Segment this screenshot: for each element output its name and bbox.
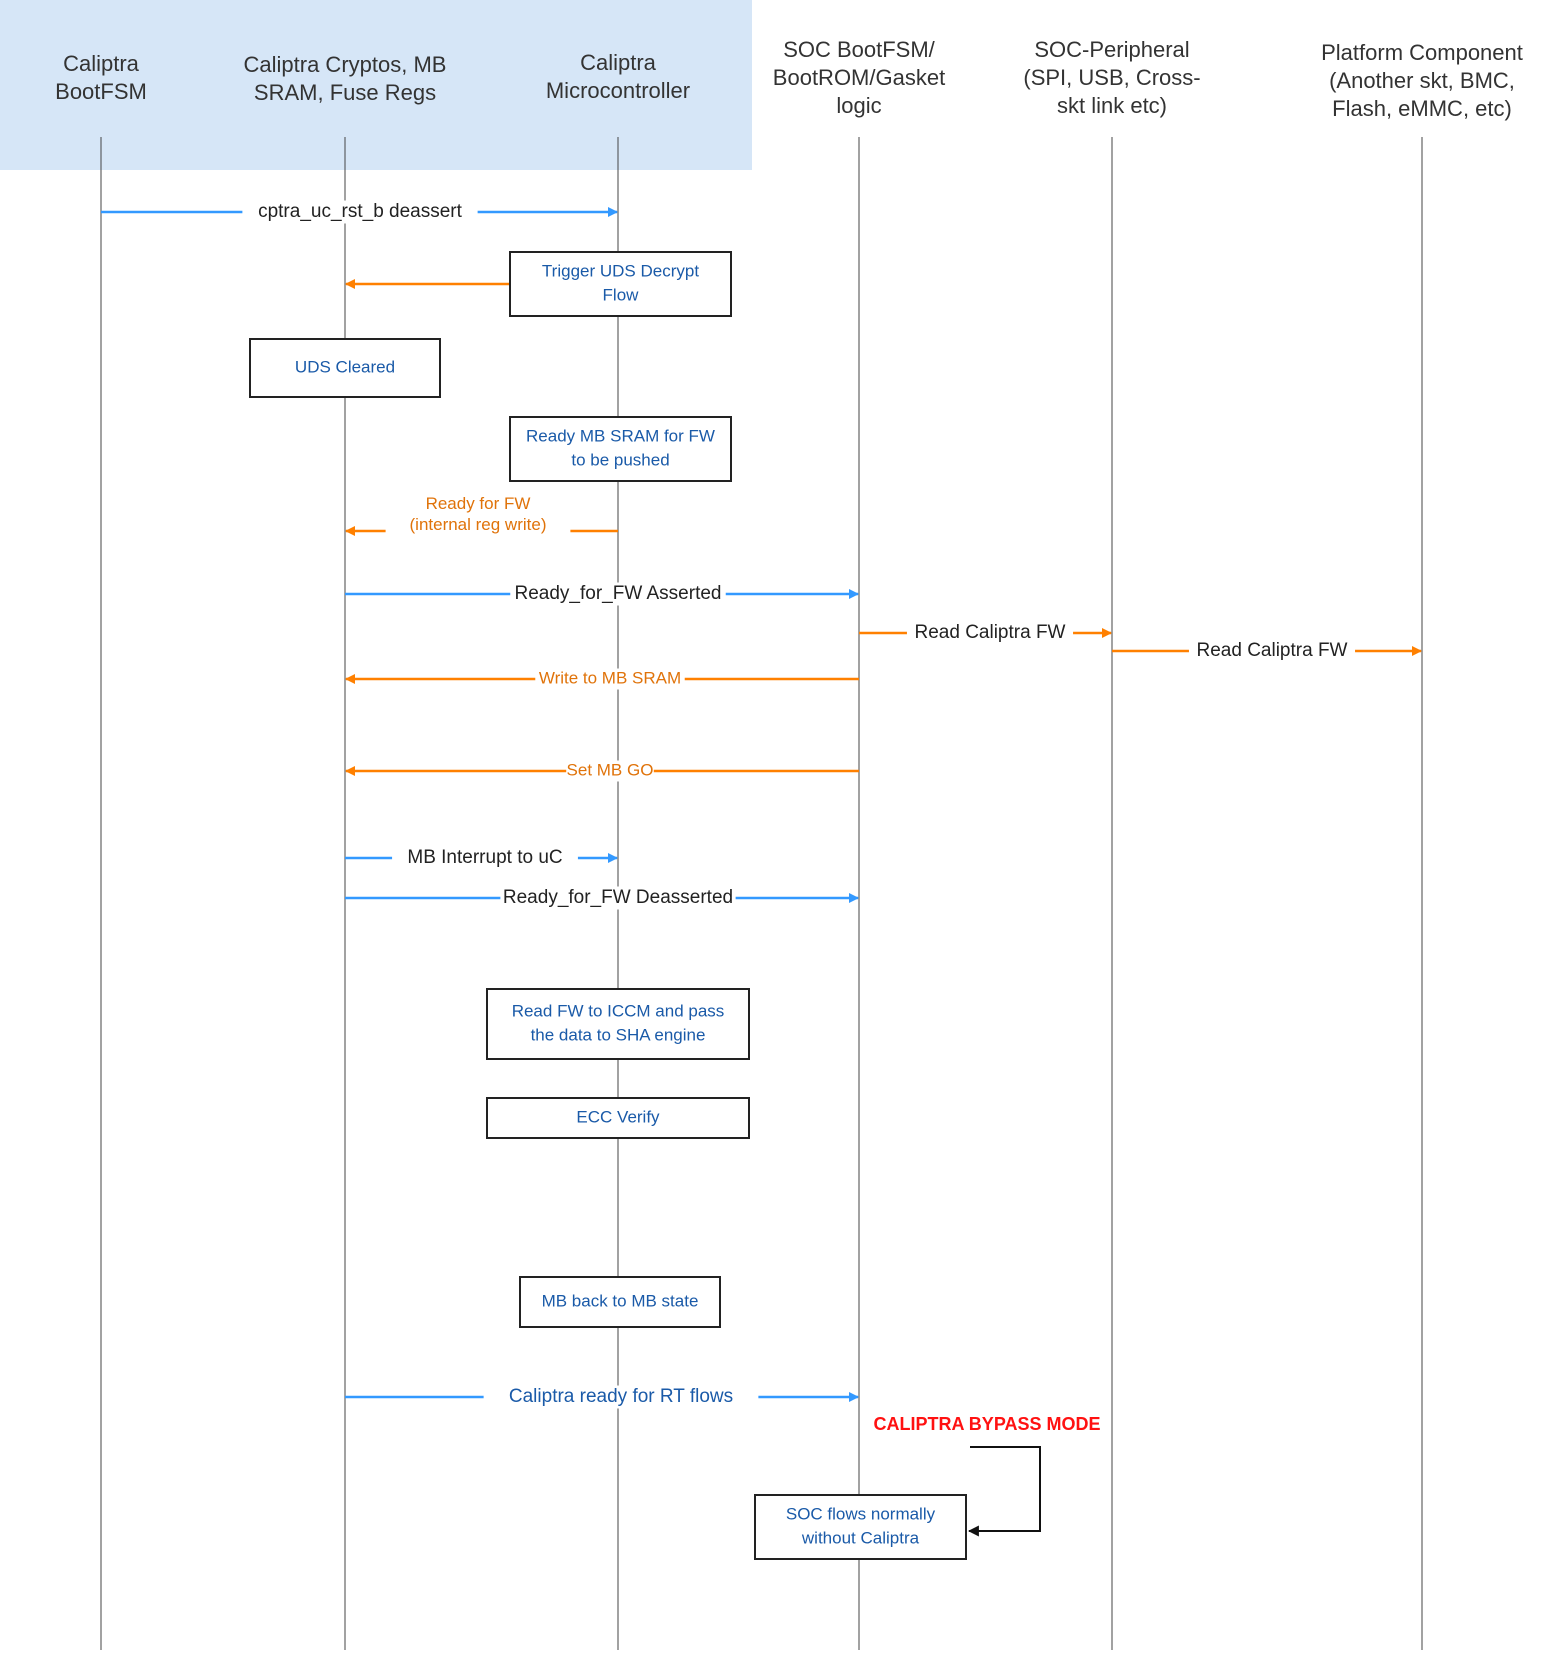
lifeline-header-bootfsm: BootFSM <box>55 79 147 104</box>
message-label-ready-for-fw-internal: Ready for FW <box>426 494 531 513</box>
message-label-ready-for-fw-deasserted: Ready_for_FW Deasserted <box>503 887 733 908</box>
bypass-mode-label: CALIPTRA BYPASS MODE <box>873 1414 1100 1434</box>
ready-mb-sram-box-frame <box>509 416 732 482</box>
lifeline-header-uc: Caliptra <box>580 50 657 75</box>
message-caliptra-ready-for-rt-flows: Caliptra ready for RT flows <box>345 1385 859 1409</box>
message-label-read-caliptra-fw-2: Read Caliptra FW <box>1197 640 1348 661</box>
lifeline-header-soc: SOC BootFSM/ <box>783 37 935 62</box>
read-fw-iccm-box-text: the data to SHA engine <box>531 1025 706 1044</box>
soc-flows-box-text: without Caliptra <box>801 1528 920 1547</box>
trigger-uds-decrypt-box-text: Flow <box>603 285 640 304</box>
message-ready-for-fw-internal: Ready for FW (internal reg write) <box>345 494 618 536</box>
message-label-bg <box>242 200 478 224</box>
lifeline-header-platform: (Another skt, BMC, <box>1329 68 1515 93</box>
soc-flows-box-frame <box>754 1494 967 1560</box>
message-label-bg <box>510 582 726 606</box>
lifeline-header-periph: (SPI, USB, Cross- <box>1023 65 1200 90</box>
lifeline-periph: SOC-Peripheral (SPI, USB, Cross-skt link … <box>1023 37 1201 1650</box>
lifeline-header-periph: SOC-Peripheral <box>1034 37 1189 62</box>
message-label-caliptra-ready-for-rt-flows: Caliptra ready for RT flows <box>509 1386 733 1407</box>
lifeline-header-soc: logic <box>836 93 881 118</box>
message-label-bg <box>566 760 654 782</box>
message-cptra-uc-rst-b-deassert: cptra_uc_rst_b deassert <box>101 200 618 224</box>
lifeline-header-platform: Platform Component <box>1321 40 1523 65</box>
message-label-cptra-uc-rst-b-deassert: cptra_uc_rst_b deassert <box>258 201 463 222</box>
uds-cleared-box-text: UDS Cleared <box>295 357 395 376</box>
mb-back-box: MB back to MB state <box>519 1276 721 1328</box>
soc-flows-box-text: SOC flows normally <box>786 1504 936 1523</box>
message-label-mb-interrupt-to-uc: MB Interrupt to uC <box>407 847 562 868</box>
message-label-bg <box>392 846 578 870</box>
lifeline-header-soc: BootROM/Gasket <box>773 65 945 90</box>
ready-mb-sram-box-text: to be pushed <box>571 450 669 469</box>
mb-back-box-frame <box>519 1276 721 1328</box>
message-label-ready-for-fw-asserted: Ready_for_FW Asserted <box>515 583 722 604</box>
lifeline-header-uc: Microcontroller <box>546 78 690 103</box>
message-mb-interrupt-to-uc: MB Interrupt to uC <box>345 846 618 870</box>
lifeline-header-crypto: SRAM, Fuse Regs <box>254 80 436 105</box>
ready-mb-sram-box: Ready MB SRAM for FW to be pushed <box>509 416 732 482</box>
message-label-bg <box>1188 639 1356 663</box>
lifeline-platform: Platform Component (Another skt, BMC, Flas… <box>1321 40 1523 1650</box>
message-label-bg <box>385 515 571 536</box>
read-fw-iccm-box-text: Read FW to ICCM and pass <box>512 1001 725 1020</box>
message-ready-for-fw-asserted: Ready_for_FW Asserted <box>345 582 859 606</box>
ecc-verify-box-text: ECC Verify <box>576 1107 660 1126</box>
message-label-bg <box>420 494 536 515</box>
ready-mb-sram-box-text: Ready MB SRAM for FW <box>526 426 715 445</box>
read-fw-iccm-box-frame <box>486 988 750 1060</box>
message-label-write-to-mb-sram: Write to MB SRAM <box>539 668 681 687</box>
trigger-uds-decrypt-box-text: Trigger UDS Decrypt <box>542 261 699 280</box>
message-label-bg <box>906 621 1074 645</box>
lifeline-header-platform: Flash, eMMC, etc) <box>1332 96 1512 121</box>
lifeline-soc: SOC BootFSM/BootROM/Gasket logic <box>773 37 945 1650</box>
ecc-verify-box-frame <box>486 1097 750 1139</box>
read-fw-iccm-box: Read FW to ICCM and pass the data to SHA … <box>486 988 750 1060</box>
trigger-uds-decrypt-box-frame <box>509 251 732 317</box>
caliptra-highlight-region <box>0 0 752 170</box>
message-label-set-mb-go: Set MB GO <box>567 760 654 779</box>
lifeline-header-bootfsm: Caliptra <box>63 51 140 76</box>
message-set-mb-go: Set MB GO <box>345 760 859 782</box>
message-label-bg <box>483 1385 759 1409</box>
uds-cleared-box-frame <box>249 338 441 398</box>
message-label-bg <box>535 668 685 690</box>
mb-back-box-text: MB back to MB state <box>542 1291 699 1310</box>
bypass-mode: CALIPTRA BYPASS MODE <box>873 1414 1101 1537</box>
lifeline-header-crypto: Caliptra Cryptos, MB <box>244 52 447 77</box>
message-read-caliptra-fw-1: Read Caliptra FW <box>859 621 1112 645</box>
message-read-caliptra-fw-2: Read Caliptra FW <box>1112 639 1422 663</box>
message-write-to-mb-sram: Write to MB SRAM <box>345 668 859 690</box>
message-label-bg <box>500 886 736 910</box>
soc-flows-box: SOC flows normally without Caliptra <box>754 1494 967 1560</box>
message-ready-for-fw-deasserted: Ready_for_FW Deasserted <box>345 886 859 910</box>
ecc-verify-box: ECC Verify <box>486 1097 750 1139</box>
message-label-read-caliptra-fw-1: Read Caliptra FW <box>915 622 1066 643</box>
lifeline-header-periph: skt link etc) <box>1057 93 1167 118</box>
uds-cleared-box: UDS Cleared <box>249 338 441 398</box>
bypass-arrow <box>967 1446 1041 1537</box>
message-label-ready-for-fw-internal: (internal reg write) <box>410 515 547 534</box>
